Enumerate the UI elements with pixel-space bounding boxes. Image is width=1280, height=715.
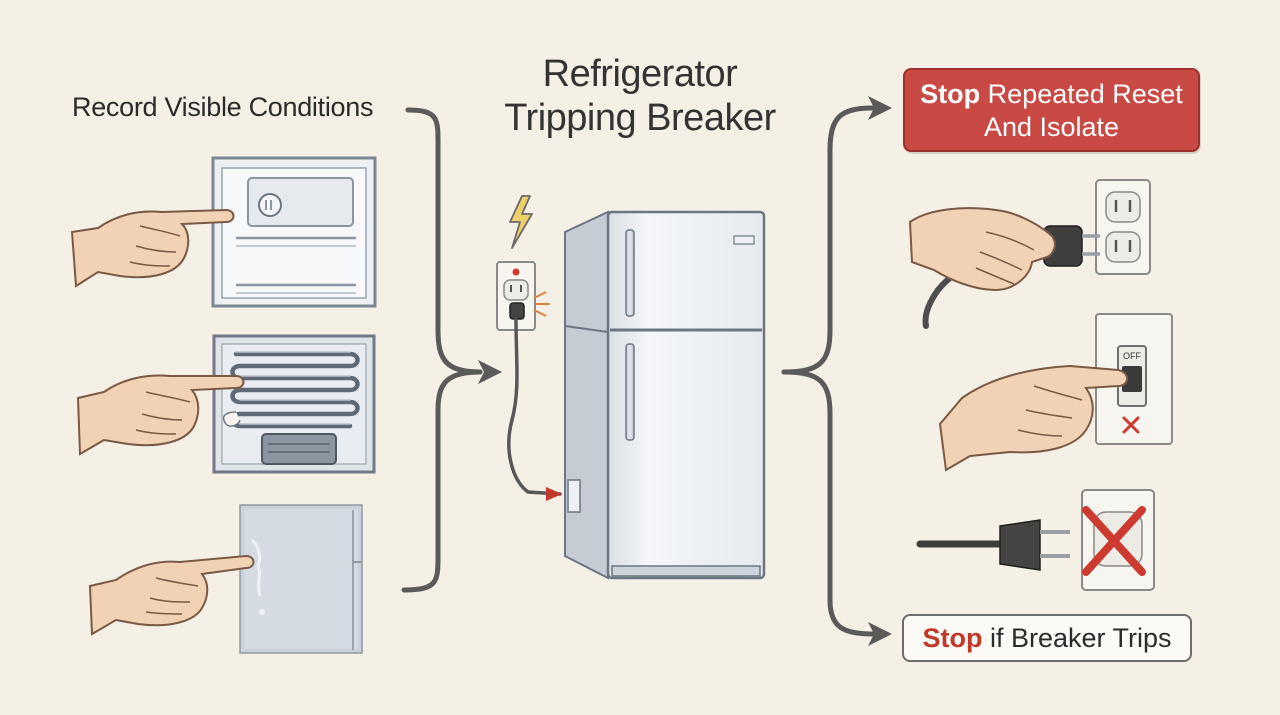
pointing-hand-icon-2 <box>76 374 245 456</box>
stop-reset-text: Repeated Reset <box>980 79 1183 109</box>
wall-outlet-icon <box>496 261 550 331</box>
cord-plug-tip <box>546 487 562 501</box>
pointing-hand-icon-3 <box>88 554 255 636</box>
switching-off-hand-icon <box>938 364 1128 472</box>
pointing-hand-icon <box>70 208 235 288</box>
condenser-coil-panel <box>212 334 376 474</box>
left-bracket-arrow <box>401 107 483 593</box>
title-line-1: Refrigerator <box>542 53 738 95</box>
fridge-exterior-panel <box>239 504 363 654</box>
isolate-text: And Isolate <box>983 112 1120 142</box>
plug-icon <box>1043 225 1100 267</box>
stop-emphasis-top: Stop <box>920 79 981 109</box>
bottom-arrowhead <box>868 622 892 646</box>
top-arrowhead <box>868 96 892 120</box>
breaker-panel-icon: OFF <box>1095 313 1173 445</box>
left-arrowhead <box>478 360 502 384</box>
breaker-trips-text: if Breaker Trips <box>982 623 1172 653</box>
stop-breaker-callout: Stop if Breaker Trips <box>902 614 1192 662</box>
power-cord <box>507 318 562 496</box>
stop-reset-callout: Stop Repeated Reset And Isolate <box>903 68 1200 152</box>
disconnected-plug-icon <box>916 519 1070 571</box>
switch-off-label: OFF <box>1123 351 1141 361</box>
diagram-title: Refrigerator Tripping Breaker <box>470 52 810 140</box>
fridge-interior-panel <box>211 156 377 308</box>
stop-emphasis-bottom: Stop <box>922 623 983 653</box>
right-bracket-arrow <box>781 105 875 637</box>
outlet-panel-icon <box>1095 179 1151 275</box>
blocked-outlet-icon <box>1081 489 1155 591</box>
refrigerator-illustration <box>564 210 766 580</box>
lightning-icon <box>509 195 533 249</box>
unplugging-hand-icon <box>908 207 1056 292</box>
left-section-label: Record Visible Conditions <box>72 92 374 122</box>
title-line-2: Tripping Breaker <box>504 97 776 139</box>
